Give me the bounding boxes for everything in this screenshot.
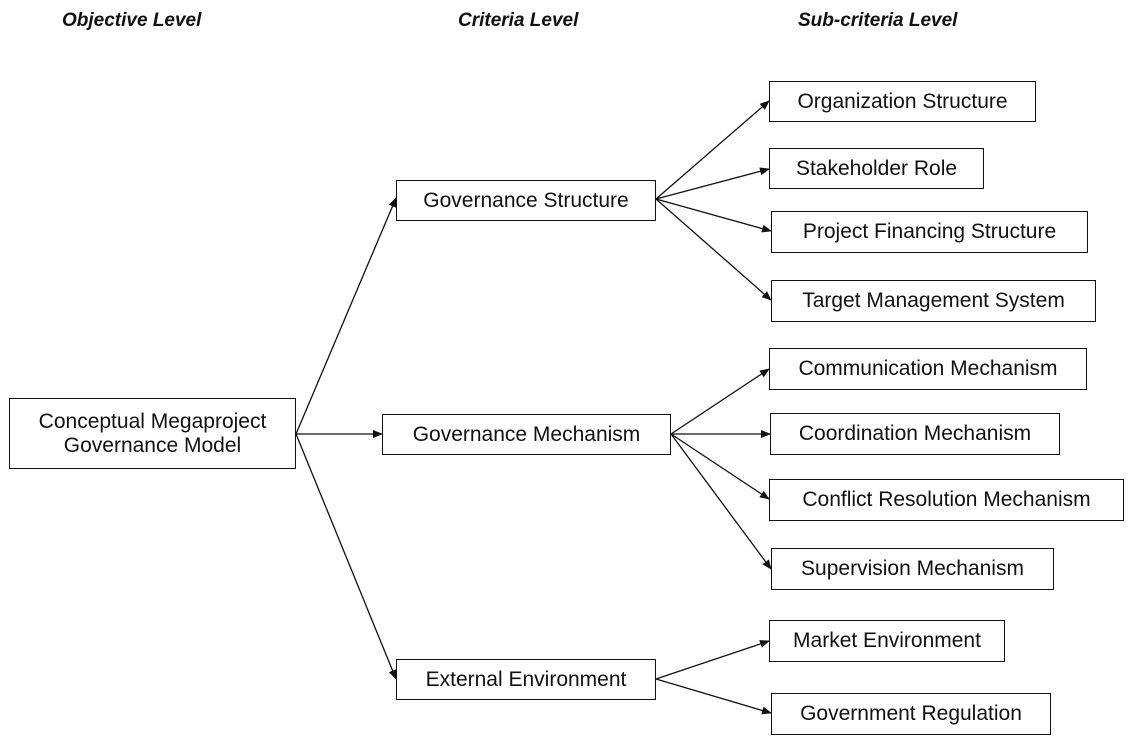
criteria-node-governance-mechanism: Governance Mechanism [382,414,671,455]
subcriteria-node-label: Supervision Mechanism [801,557,1024,580]
subcriteria-node-label: Conflict Resolution Mechanism [802,488,1091,511]
criteria-node-label: External Environment [425,667,627,691]
arrow-to-communication-mechanism [670,368,770,435]
subcriteria-node-label: Target Management System [802,289,1065,312]
criteria-node-external-environment: External Environment [396,659,656,700]
subcriteria-node-communication-mechanism: Communication Mechanism [769,348,1087,390]
subcriteria-node-organization-structure: Organization Structure [769,81,1036,122]
subcriteria-node-government-regulation: Government Regulation [771,693,1051,735]
subcriteria-level-header: Sub-criteria Level [798,10,958,31]
subcriteria-node-label: Coordination Mechanism [798,422,1032,445]
subcriteria-node-stakeholder-role: Stakeholder Role [769,148,984,189]
arrow-to-conflict-resolution-mechanism [670,433,770,500]
criteria-node-label: Governance Mechanism [412,422,641,446]
arrow-objective-to-governance-structure [295,197,397,435]
subcriteria-node-coordination-mechanism: Coordination Mechanism [770,413,1060,455]
subcriteria-node-target-management-system: Target Management System [771,280,1096,322]
arrow-to-target-management-system [655,198,772,301]
subcriteria-node-label: Market Environment [793,629,981,652]
arrow-to-supervision-mechanism [670,433,772,570]
subcriteria-node-market-environment: Market Environment [769,620,1005,662]
criteria-node-governance-structure: Governance Structure [396,180,656,221]
objective-node: Conceptual Megaproject Governance Model [9,398,296,469]
subcriteria-node-project-financing-structure: Project Financing Structure [771,211,1088,253]
arrow-objective-to-external-environment [295,433,397,680]
arrow-to-project-financing-structure [655,198,772,233]
arrow-to-stakeholder-role [655,167,770,200]
arrow-to-organization-structure [655,100,770,200]
criteria-level-header: Criteria Level [458,10,579,31]
subcriteria-node-label: Project Financing Structure [802,220,1057,243]
subcriteria-node-label: Stakeholder Role [795,156,958,180]
subcriteria-node-label: Communication Mechanism [798,357,1058,380]
subcriteria-node-label: Government Regulation [800,702,1022,725]
criteria-node-label: Governance Structure [423,188,629,212]
objective-node-label: Conceptual Megaproject Governance Model [38,409,267,457]
objective-level-header: Objective Level [62,10,202,31]
subcriteria-node-conflict-resolution-mechanism: Conflict Resolution Mechanism [769,479,1124,521]
arrow-to-government-regulation [655,678,772,715]
arrow-to-market-environment [655,640,770,680]
subcriteria-node-label: Organization Structure [797,89,1008,113]
subcriteria-node-supervision-mechanism: Supervision Mechanism [771,548,1054,590]
